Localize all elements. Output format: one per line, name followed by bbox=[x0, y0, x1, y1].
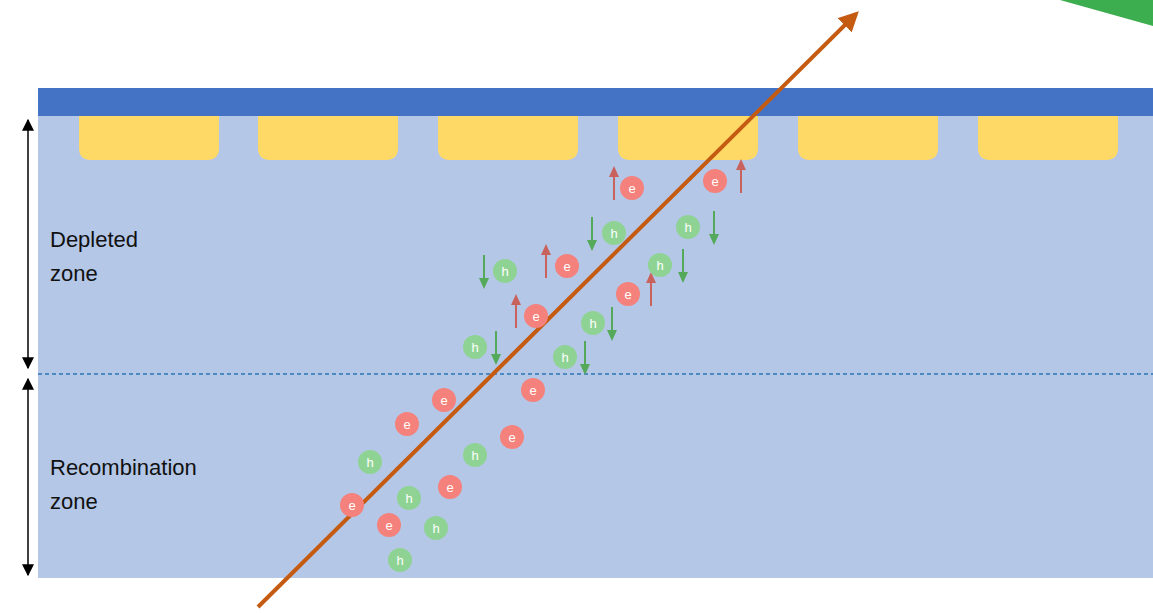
charge-carrier: h bbox=[581, 311, 605, 335]
charge-carrier: e bbox=[703, 169, 727, 193]
drift-arrow bbox=[678, 249, 688, 283]
drift-arrow bbox=[736, 159, 746, 193]
drift-arrow bbox=[511, 294, 521, 328]
depth-arrow bbox=[27, 379, 29, 575]
charge-carrier: h bbox=[602, 221, 626, 245]
charge-carrier: h bbox=[553, 345, 577, 369]
charge-carrier: e bbox=[500, 425, 524, 449]
charge-carrier: e bbox=[395, 412, 419, 436]
carrier-letter: h bbox=[471, 449, 478, 462]
charge-carrier: h bbox=[424, 516, 448, 540]
charge-carrier: h bbox=[397, 486, 421, 510]
carrier-letter: e bbox=[385, 519, 392, 532]
zone-boundary bbox=[38, 373, 1153, 375]
charge-carrier: h bbox=[463, 443, 487, 467]
pixel-pad bbox=[798, 116, 938, 160]
zone-label: Depleted zone bbox=[50, 223, 170, 291]
pixel-pad bbox=[978, 116, 1118, 160]
charge-carrier: e bbox=[377, 513, 401, 537]
carrier-letter: h bbox=[684, 221, 691, 234]
pixel-pad bbox=[79, 116, 219, 160]
charge-carrier: e bbox=[340, 493, 364, 517]
pixel-pad bbox=[618, 116, 758, 160]
charge-carrier: e bbox=[524, 304, 548, 328]
carrier-letter: h bbox=[366, 456, 373, 469]
carrier-letter: h bbox=[610, 227, 617, 240]
charge-carrier: e bbox=[521, 378, 545, 402]
top-layer bbox=[38, 88, 1153, 116]
carrier-letter: e bbox=[628, 182, 635, 195]
carrier-letter: h bbox=[405, 492, 412, 505]
drift-arrow bbox=[491, 331, 501, 365]
carrier-letter: e bbox=[403, 418, 410, 431]
depth-arrow bbox=[27, 120, 29, 368]
carrier-letter: e bbox=[563, 260, 570, 273]
zone-label: Recombination zone bbox=[50, 451, 220, 519]
charge-carrier: e bbox=[555, 254, 579, 278]
green-wedge bbox=[1060, 0, 1153, 26]
carrier-letter: e bbox=[440, 394, 447, 407]
carrier-letter: e bbox=[446, 481, 453, 494]
particle-track bbox=[258, 14, 856, 607]
charge-carrier: e bbox=[620, 176, 644, 200]
charge-carrier: e bbox=[438, 475, 462, 499]
carrier-letter: e bbox=[348, 499, 355, 512]
charge-carrier: h bbox=[676, 215, 700, 239]
pixel-pad bbox=[438, 116, 578, 160]
drift-arrow bbox=[646, 272, 656, 306]
carrier-letter: h bbox=[471, 341, 478, 354]
charge-carrier: h bbox=[358, 450, 382, 474]
charge-carrier: h bbox=[493, 259, 517, 283]
sensor-bulk bbox=[38, 116, 1153, 578]
charge-carrier: h bbox=[388, 548, 412, 572]
charge-carrier: h bbox=[648, 253, 672, 277]
carrier-letter: e bbox=[624, 288, 631, 301]
carrier-letter: h bbox=[501, 265, 508, 278]
drift-arrow bbox=[607, 307, 617, 341]
drift-arrows bbox=[479, 159, 746, 375]
carrier-letter: e bbox=[711, 175, 718, 188]
pixel-pads bbox=[79, 116, 1118, 160]
drift-arrow bbox=[541, 244, 551, 278]
drift-arrow bbox=[479, 255, 489, 289]
carrier-letter: h bbox=[432, 522, 439, 535]
drift-arrow bbox=[709, 211, 719, 245]
carrier-letter: h bbox=[561, 351, 568, 364]
charge-carrier: h bbox=[463, 335, 487, 359]
carrier-letter: e bbox=[532, 310, 539, 323]
carrier-letter: h bbox=[396, 554, 403, 567]
carrier-letter: e bbox=[508, 431, 515, 444]
drift-arrow bbox=[609, 166, 619, 200]
drift-arrow bbox=[580, 341, 590, 375]
pixel-pad bbox=[258, 116, 398, 160]
carrier-letter: h bbox=[589, 317, 596, 330]
charge-carrier: e bbox=[432, 388, 456, 412]
charge-carrier: e bbox=[616, 282, 640, 306]
carrier-letter: e bbox=[529, 384, 536, 397]
carrier-letter: h bbox=[656, 259, 663, 272]
drift-arrow bbox=[587, 217, 597, 251]
